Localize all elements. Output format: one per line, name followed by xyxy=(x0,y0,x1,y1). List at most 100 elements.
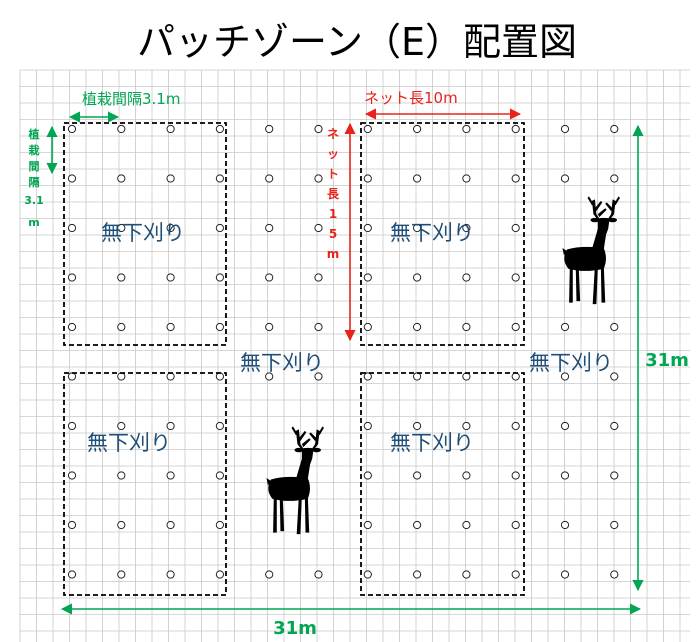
planting-point xyxy=(166,223,175,233)
planting-point xyxy=(610,471,619,480)
planting-point xyxy=(462,223,471,233)
planting-point xyxy=(462,421,471,431)
planting-point xyxy=(560,421,570,431)
planting-point xyxy=(610,421,619,431)
patch-net-bottom-left xyxy=(63,372,227,596)
planting-point xyxy=(215,372,224,381)
planting-point xyxy=(511,570,520,579)
planting-point xyxy=(560,570,570,579)
planting-point xyxy=(67,174,77,183)
planting-point xyxy=(67,223,77,233)
planting-point xyxy=(67,570,77,579)
patch-label: 無下刈り xyxy=(390,431,474,455)
planting-point xyxy=(560,471,570,480)
planting-point xyxy=(413,174,422,183)
planting-point xyxy=(314,174,323,183)
planting-point xyxy=(117,520,126,530)
planting-point xyxy=(166,322,175,332)
planting-point xyxy=(117,570,126,579)
planting-point xyxy=(117,471,126,480)
planting-point xyxy=(413,520,422,530)
planting-point xyxy=(462,520,471,530)
height-dimension-label: 31m xyxy=(645,350,689,371)
planting-point xyxy=(314,372,323,381)
planting-point xyxy=(462,372,471,381)
planting-point xyxy=(511,124,520,134)
svg-text:5: 5 xyxy=(329,227,337,241)
planting-point xyxy=(67,421,77,431)
planting-point xyxy=(413,223,422,233)
planting-point xyxy=(511,372,520,381)
planting-point xyxy=(363,273,372,282)
planting-point xyxy=(314,570,323,579)
planting-point xyxy=(413,273,422,282)
planting-point xyxy=(117,174,126,183)
planting-point xyxy=(560,124,570,134)
planting-point xyxy=(462,273,471,282)
planting-point xyxy=(413,421,422,431)
width-dimension-label: 31m xyxy=(273,618,317,639)
planting-point xyxy=(314,124,323,134)
svg-text:植: 植 xyxy=(28,127,40,141)
planting-point xyxy=(610,520,619,530)
planting-point xyxy=(117,421,126,431)
planting-point xyxy=(363,322,372,332)
planting-point xyxy=(215,223,224,233)
patch-nets xyxy=(63,122,525,596)
planting-point xyxy=(462,124,471,134)
planting-point xyxy=(363,421,372,431)
planting-point xyxy=(462,322,471,332)
planting-point xyxy=(413,471,422,480)
between-label: 無下刈り xyxy=(529,351,613,375)
planting-point xyxy=(215,570,224,579)
planting-point xyxy=(265,322,274,332)
planting-point xyxy=(413,124,422,134)
planting-point xyxy=(413,570,422,579)
planting-point xyxy=(215,471,224,480)
planting-point xyxy=(166,421,175,431)
planting-point xyxy=(413,372,422,381)
planting-point xyxy=(215,322,224,332)
planting-point xyxy=(363,570,372,579)
svg-text:ネ: ネ xyxy=(327,127,339,141)
planting-spacing-vertical-label: 植 栽 間 隔 3.1 m xyxy=(24,127,44,229)
planting-point xyxy=(67,124,77,134)
svg-text:ッ: ッ xyxy=(327,147,339,161)
planting-point xyxy=(117,273,126,282)
planting-point xyxy=(462,570,471,579)
planting-point xyxy=(215,124,224,134)
planting-point xyxy=(166,174,175,183)
svg-text:m: m xyxy=(327,247,340,261)
planting-point xyxy=(511,273,520,282)
planting-point xyxy=(215,421,224,431)
planting-point xyxy=(265,174,274,183)
net-length-vertical-label: ネ ッ ト 長 1 5 m xyxy=(327,127,340,261)
planting-point xyxy=(610,570,619,579)
planting-point xyxy=(215,520,224,530)
svg-text:ト: ト xyxy=(327,167,339,181)
planting-point xyxy=(67,322,77,332)
planting-point xyxy=(511,520,520,530)
planting-point xyxy=(363,520,372,530)
planting-point xyxy=(67,520,77,530)
planting-point xyxy=(67,372,77,381)
planting-point xyxy=(610,124,619,134)
patch-label: 無下刈り xyxy=(101,221,185,245)
planting-point xyxy=(166,471,175,480)
planting-point xyxy=(462,174,471,183)
planting-point xyxy=(560,174,570,183)
net-length-horizontal-label: ネット長10m xyxy=(364,89,458,107)
planting-point xyxy=(363,223,372,233)
planting-point xyxy=(215,174,224,183)
planting-point xyxy=(560,520,570,530)
svg-text:隔: 隔 xyxy=(29,175,40,189)
patch-net-bottom-right xyxy=(360,372,525,596)
planting-spacing-label: 植栽間隔3.1m xyxy=(82,90,180,108)
planting-point xyxy=(363,471,372,480)
planting-point xyxy=(314,273,323,282)
svg-text:m: m xyxy=(28,216,39,229)
planting-point xyxy=(610,322,619,332)
planting-point xyxy=(215,273,224,282)
planting-point xyxy=(166,372,175,381)
